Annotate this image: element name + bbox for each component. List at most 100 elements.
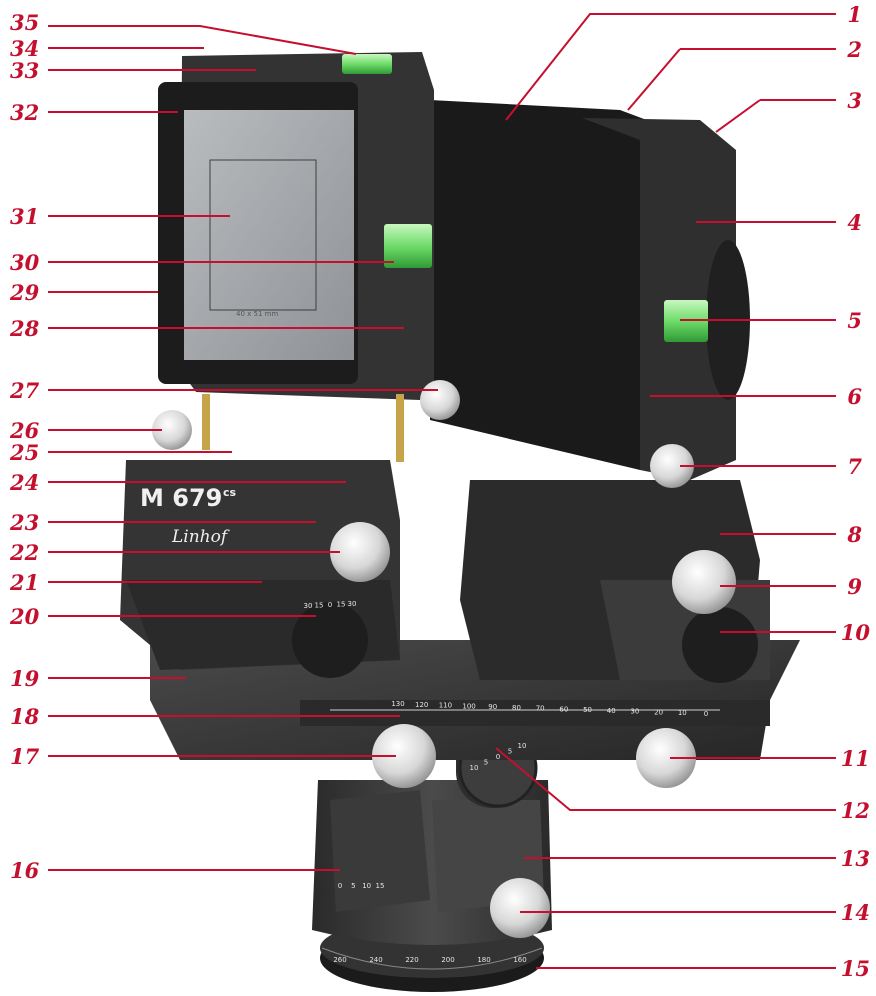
callout-3: 3 (847, 88, 862, 113)
rotation-scale-label: 240 (369, 956, 382, 964)
knob-26 (152, 410, 192, 450)
base-scale-label: 50 (583, 706, 592, 714)
callout-31: 31 (10, 204, 39, 229)
callout-24: 24 (9, 470, 39, 495)
callout-34: 34 (10, 36, 39, 61)
small-scale-label: 0 (496, 753, 500, 761)
leader-3b (715, 99, 761, 133)
rotation-scale: 260 240 220 200 180 160 (333, 956, 526, 964)
callout-29: 29 (9, 280, 40, 305)
callout-28: 28 (9, 316, 40, 341)
leader-1 (505, 13, 836, 121)
base-scale-label: 0 (704, 710, 708, 718)
swing-scale-label: 15 (315, 602, 324, 610)
model-label: M 679 (140, 484, 222, 512)
bellows (430, 100, 700, 470)
callout-5: 5 (847, 308, 862, 333)
base-scale-label: 120 (415, 701, 428, 709)
rise-scale-label: 15 (376, 882, 385, 890)
base-scale-label: 40 (607, 707, 616, 715)
callout-1: 1 (847, 2, 862, 27)
callout-12: 12 (841, 798, 870, 823)
base-scale-label: 130 (391, 700, 404, 708)
base-scale-label: 90 (488, 703, 497, 711)
small-scale-label: 10 (470, 764, 479, 772)
callout-9: 9 (847, 574, 862, 599)
small-scale-label: 10 (518, 742, 527, 750)
rotation-scale-label: 260 (333, 956, 346, 964)
callout-26: 26 (9, 418, 40, 443)
callout-25: 25 (9, 440, 39, 465)
callout-numbers: 1 2 3 4 5 6 7 8 9 10 11 12 13 14 15 16 1… (9, 2, 870, 981)
callout-22: 22 (9, 540, 39, 565)
callout-8: 8 (846, 522, 862, 547)
swing-scale-label: 30 (304, 602, 313, 610)
callout-16: 16 (10, 858, 40, 883)
callout-4: 4 (847, 210, 862, 235)
top-spirit-level (342, 54, 392, 74)
model-suffix: cs (223, 486, 237, 499)
callout-35: 35 (10, 10, 39, 35)
swing-scale-label: 0 (328, 601, 332, 609)
base-scale-label: 10 (678, 709, 687, 717)
base-scale-label: 70 (536, 705, 545, 713)
knob-17 (372, 724, 436, 788)
knob-22 (330, 522, 390, 582)
callout-30: 30 (10, 250, 40, 275)
small-scale-label: 5 (508, 748, 512, 756)
ground-glass-text: 40 x 51 mm (236, 310, 278, 318)
rear-standard (158, 52, 434, 400)
callout-11: 11 (841, 746, 870, 771)
rise-scale: 0 5 10 15 (338, 882, 385, 890)
rear-spirit-level (384, 224, 432, 268)
knob-11 (636, 728, 696, 788)
knob-9 (672, 550, 736, 614)
small-scale-label: 5 (484, 759, 488, 767)
knob-27 (420, 380, 460, 420)
knob-14 (490, 878, 550, 938)
callout-27: 27 (9, 378, 40, 403)
swing-scale-label: 30 (348, 600, 357, 608)
leader-2b (627, 48, 681, 111)
callout-33: 33 (10, 58, 39, 83)
callout-10: 10 (841, 620, 871, 645)
callout-leaders (48, 13, 836, 969)
callout-17: 17 (10, 744, 40, 769)
callout-15: 15 (841, 956, 870, 981)
rise-scale-label: 5 (351, 882, 355, 890)
leader-12 (495, 747, 836, 811)
base-scale-label: 30 (630, 708, 639, 716)
callout-2: 2 (846, 37, 862, 62)
rotation-scale-label: 160 (513, 956, 526, 964)
callout-20: 20 (9, 604, 40, 629)
rotation-scale-label: 200 (441, 956, 454, 964)
base-scale-label: 100 (462, 702, 475, 710)
callout-13: 13 (841, 846, 870, 871)
brand-script: Linhof (171, 527, 230, 547)
leader-35 (48, 25, 357, 55)
rotation-scale-label: 220 (405, 956, 418, 964)
base-scale-label: 80 (512, 704, 521, 712)
base-scale-label: 20 (654, 708, 663, 716)
rise-scale-label: 0 (338, 882, 342, 890)
callout-19: 19 (10, 666, 40, 691)
callout-32: 32 (10, 100, 39, 125)
rotation-scale-label: 180 (477, 956, 490, 964)
base-scale-label: 110 (439, 702, 452, 710)
callout-21: 21 (9, 570, 39, 595)
callout-7: 7 (847, 454, 862, 479)
knob-7 (650, 444, 694, 488)
callout-6: 6 (847, 384, 862, 409)
swing-scale-label: 15 (337, 601, 346, 609)
callout-14: 14 (841, 900, 870, 925)
callout-18: 18 (10, 704, 40, 729)
callout-23: 23 (9, 510, 39, 535)
small-scale: 10 505 10 (470, 742, 527, 772)
base-scale-label: 60 (559, 705, 568, 713)
rise-scale-label: 10 (362, 882, 371, 890)
front-standard-base (460, 480, 770, 683)
